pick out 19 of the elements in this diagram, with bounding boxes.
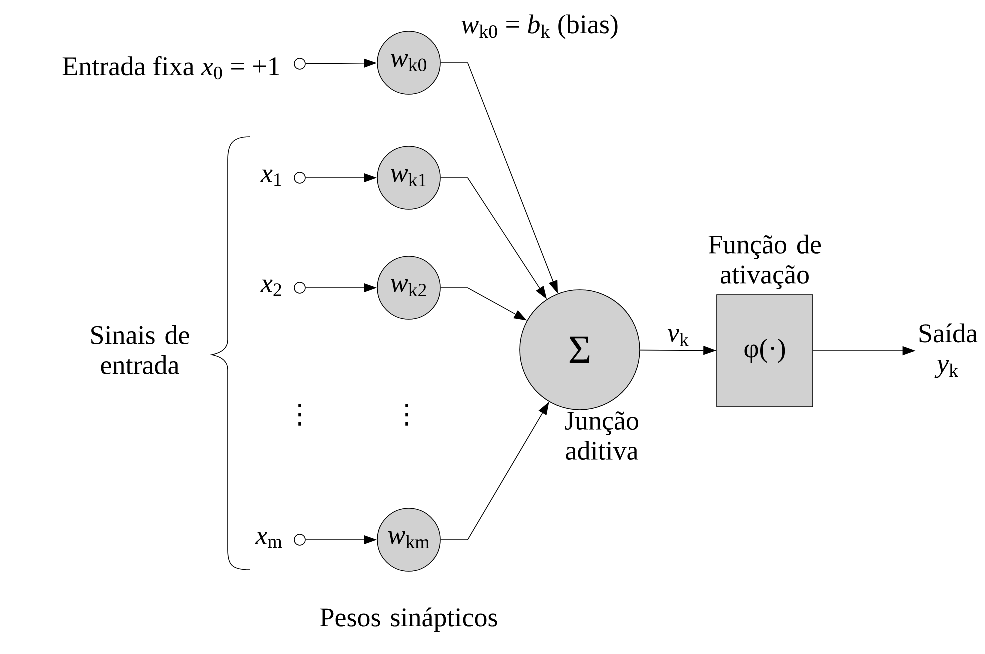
ellipsis: ⋮ bbox=[298, 404, 302, 426]
input-terminal bbox=[294, 172, 306, 184]
edge-label: v$_{k}$ bbox=[668, 329, 689, 346]
summing-junction: Σ bbox=[520, 290, 640, 410]
input-terminal bbox=[294, 58, 306, 70]
ellipsis: ⋮ bbox=[406, 404, 408, 426]
input-label: x$_{2}$ bbox=[260, 280, 282, 296]
input-terminal bbox=[294, 534, 306, 546]
input-label: x$_{1}$ bbox=[260, 170, 282, 186]
group-label: Sinais de entrada bbox=[92, 326, 190, 374]
output-label: Saída y$_{k}$ bbox=[920, 324, 978, 378]
node-caption: Função de ativação bbox=[708, 234, 822, 290]
node-caption: Junção aditiva bbox=[565, 412, 638, 460]
input-label: x$_{m}$ bbox=[255, 532, 282, 548]
caption-label: w$_{k0}$ = b$_{k}$ (bias) bbox=[462, 14, 618, 40]
activation-box: φ(·) bbox=[716, 294, 814, 408]
group-label: Pesos sinápticos bbox=[320, 608, 498, 632]
input-terminal bbox=[294, 282, 306, 294]
input-label: Entrada fixa x$_{0}$ = +1 bbox=[62, 56, 280, 80]
